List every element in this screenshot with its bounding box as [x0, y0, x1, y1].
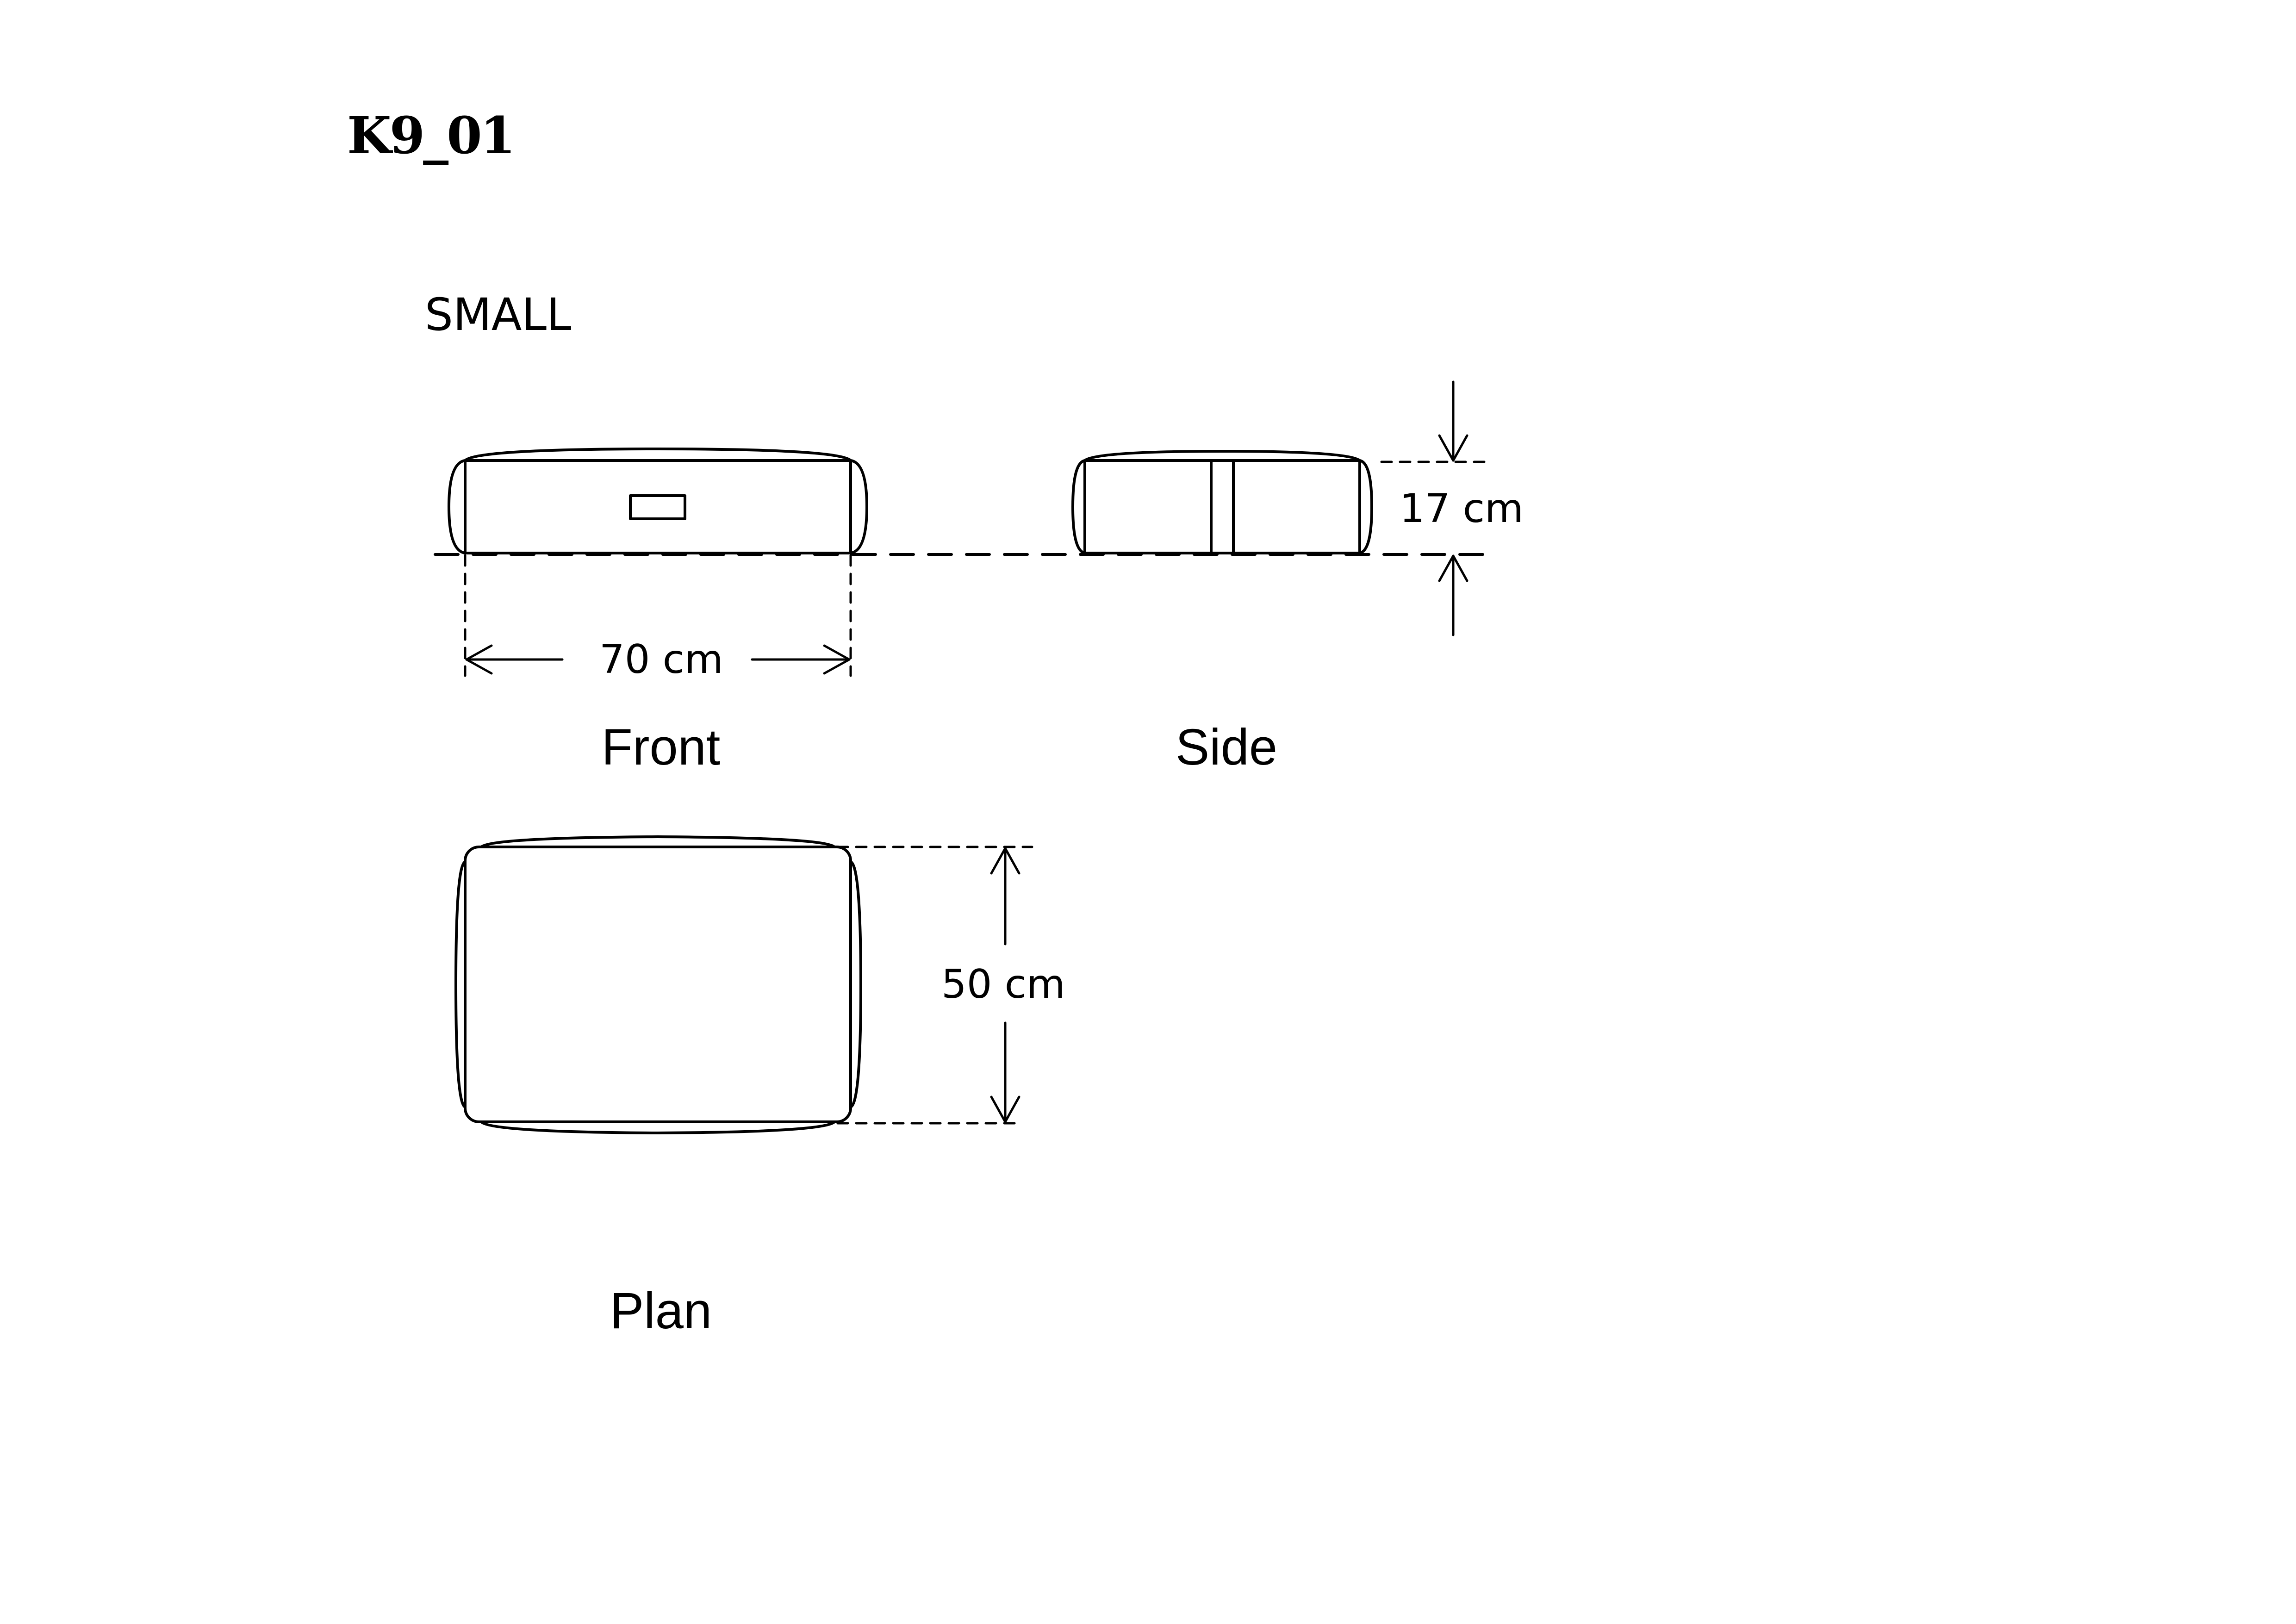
plan-view-top-curve: [480, 835, 836, 848]
size-label: SMALL: [425, 289, 572, 341]
width-dimension-label: 70 cm: [594, 640, 729, 679]
side-view-drawing: [1071, 450, 1373, 554]
width-arrowhead-right: [823, 644, 851, 675]
depth-arrowhead-top: [990, 847, 1020, 875]
height-dimension: [1380, 380, 1494, 636]
plan-view-right-curve: [849, 860, 862, 1108]
plan-view-label: Plan: [610, 1282, 712, 1339]
front-view-right-curve: [849, 459, 868, 554]
depth-dimension-label: 50 cm: [936, 964, 1071, 1004]
width-dimension: [464, 554, 852, 677]
plan-view-left-curve: [454, 860, 467, 1108]
front-view-top-curve: [464, 448, 852, 462]
height-arrowhead-bottom: [1438, 554, 1468, 582]
width-arrowhead-left: [465, 644, 493, 675]
side-view-body: [1083, 459, 1361, 554]
front-view-drawing: [448, 448, 868, 554]
front-view-label-patch: [629, 494, 686, 520]
plan-view-bottom-curve: [480, 1120, 836, 1134]
product-code-title: K9_01: [347, 106, 516, 165]
plan-view-body: [464, 846, 852, 1123]
front-view-label: Front: [601, 719, 721, 776]
side-view-top-curve: [1083, 450, 1361, 462]
plan-view-drawing: [454, 835, 862, 1134]
height-arrowhead-top: [1438, 434, 1468, 462]
side-view-handle-strap: [1210, 459, 1235, 554]
side-view-left-curve: [1071, 459, 1086, 554]
side-view-right-curve: [1358, 459, 1373, 554]
front-view-body: [464, 459, 852, 554]
depth-arrowhead-bottom: [990, 1095, 1020, 1123]
side-view-label: Side: [1175, 719, 1278, 776]
height-dimension-label: 17 cm: [1394, 489, 1529, 529]
front-view-left-curve: [448, 459, 467, 554]
depth-dimension: [836, 846, 1033, 1125]
